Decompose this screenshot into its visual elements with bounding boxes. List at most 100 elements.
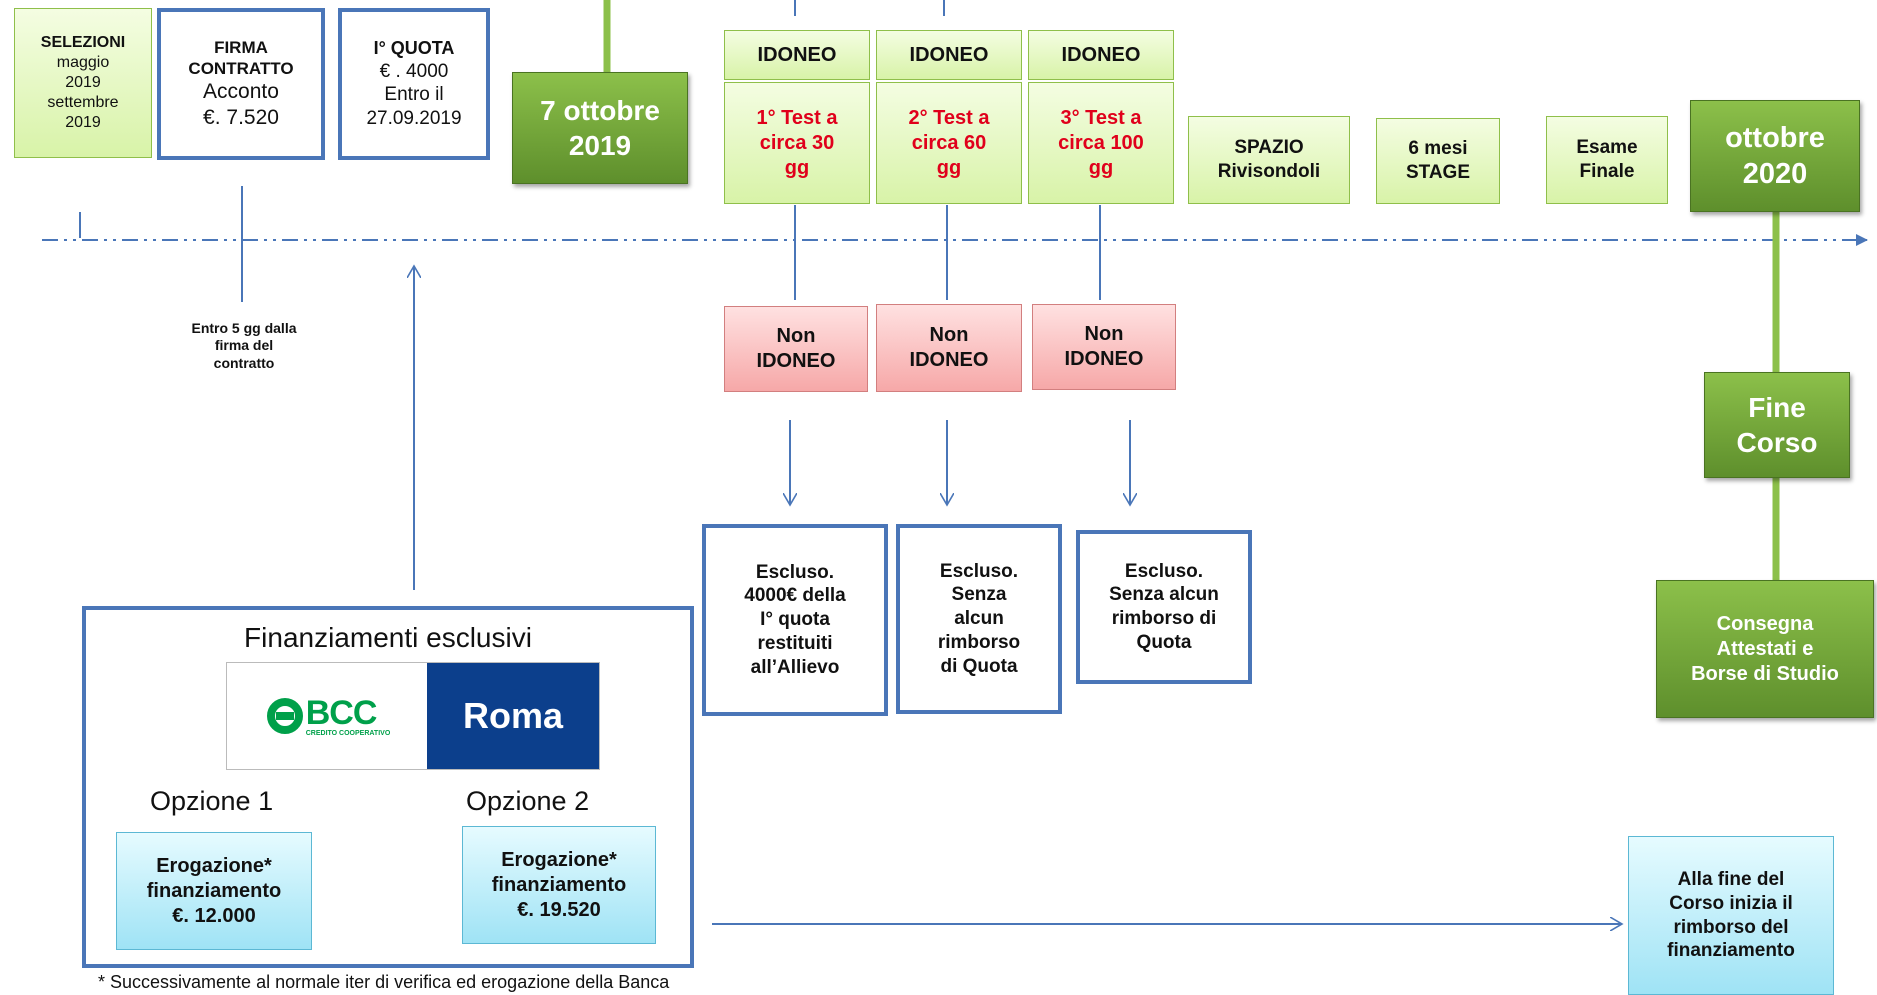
quota-title: I° QUOTA [373,38,455,59]
non-idoneo-box: Non IDONEO [724,306,868,392]
esame-line: Esame [1576,137,1638,159]
escluso-box: Escluso. 4000€ della I° quota restituiti… [702,524,888,716]
consegna-line: Attestati e [1716,637,1814,660]
spazio-line: Rivisondoli [1217,161,1321,182]
esame-line: Finale [1579,161,1635,182]
consegna-box: Consegna Attestati e Borse di Studio [1656,580,1874,718]
quota-line: € . 4000 [379,60,449,82]
test-line: gg [1088,156,1114,179]
erogazione-line: finanziamento [146,879,282,902]
rimborso-line: Corso inizia il [1669,892,1793,914]
idoneo-box: IDONEO [876,30,1022,80]
test-line: 2° Test a [908,106,990,129]
escluso-line: di Quota [940,655,1018,677]
bcc-logo-part: BCC CREDITO COOPERATIVO [227,663,427,769]
non-idoneo-line: Non [776,325,816,347]
footnote: * Successivamente al normale iter di ver… [98,972,670,992]
escluso-line: Escluso. [755,561,835,583]
test-line: 1° Test a [756,106,838,129]
start-date-line: 7 ottobre [540,95,660,126]
selezioni-box: SELEZIONI maggio 2019 settembre 2019 [14,8,152,158]
rimborso-line: Alla fine del [1677,869,1785,890]
firma-contratto-box: FIRMA CONTRATTO Acconto €. 7.520 [157,8,325,160]
non-idoneo-line: IDONEO [756,350,836,372]
escluso-line: Quota [1136,631,1192,653]
escluso-line: rimborso di [1111,608,1217,629]
roma-text: Roma [462,695,564,736]
test-line: gg [936,156,962,179]
escluso-line: restituiti [757,632,833,654]
spazio-line: SPAZIO [1234,137,1304,159]
test-line: circa 60 [911,131,987,154]
note-line: Entro 5 gg dalla [191,319,297,336]
rimborso-box: Alla fine del Corso inizia il rimborso d… [1628,836,1834,995]
idoneo-label: IDONEO [909,43,989,66]
selezioni-title: SELEZIONI [40,34,126,51]
quota-box: I° QUOTA € . 4000 Entro il 27.09.2019 [338,8,490,160]
test-line: 3° Test a [1060,106,1142,129]
selezioni-line: 2019 [65,114,101,131]
bcc-roma-logo: BCC CREDITO COOPERATIVO Roma [226,662,600,770]
bcc-subtext: CREDITO COOPERATIVO [305,729,391,737]
end-date-line: ottobre [1725,121,1825,154]
start-date-line: 2019 [568,130,632,161]
consegna-line: Borse di Studio [1691,662,1839,685]
erogazione-line: Erogazione* [156,854,272,877]
escluso-line: Senza alcun [1109,584,1219,606]
escluso-box: Escluso. Senza alcun rimborso di Quota [896,524,1062,714]
rimborso-line: rimborso del [1673,916,1789,938]
escluso-line: 4000€ della [744,585,846,607]
erogazione-1-box: Erogazione* finanziamento €. 12.000 [116,832,312,950]
escluso-line: Escluso. [939,560,1019,582]
quota-line: Entro il [384,84,444,106]
fine-corso-line: Fine [1748,392,1806,423]
erogazione-line: €. 12.000 [172,904,256,927]
rimborso-line: finanziamento [1667,940,1795,962]
firma-line: Acconto [203,80,279,103]
non-idoneo-box: Non IDONEO [1032,304,1176,390]
note-line: contratto [213,354,275,371]
spazio-box: SPAZIO Rivisondoli [1188,116,1350,204]
idoneo-box: IDONEO [1028,30,1174,80]
escluso-line: Senza [951,584,1007,606]
firma-title: CONTRATTO [188,58,294,78]
esame-box: Esame Finale [1546,116,1668,204]
test-box: 2° Test a circa 60 gg [876,82,1022,204]
fine-corso-line: Corso [1736,427,1818,458]
erogazione-2-box: Erogazione* finanziamento €. 19.520 [462,826,656,944]
non-idoneo-line: Non [929,324,969,346]
erogazione-line: finanziamento [491,873,627,896]
selezioni-line: maggio [56,54,110,71]
firma-title: FIRMA [214,37,268,57]
firma-note: Entro 5 gg dalla firma del contratto [158,308,330,384]
consegna-line: Consegna [1716,612,1814,635]
finanziamenti-panel: Finanziamenti esclusivi BCC CREDITO COOP… [82,606,694,968]
test-box: 1° Test a circa 30 gg [724,82,870,204]
roma-logo-part: Roma [427,663,599,769]
escluso-line: alcun [954,608,1004,630]
test-line: circa 30 [759,131,835,154]
stage-line: 6 mesi [1408,138,1468,160]
selezioni-line: settembre [47,94,119,111]
firma-line: €. 7.520 [203,106,279,130]
erogazione-line: €. 19.520 [517,898,601,921]
non-idoneo-line: IDONEO [1064,348,1144,370]
opzione-2-label: Opzione 2 [466,786,590,816]
end-date-line: 2020 [1742,158,1808,190]
start-date-box: 7 ottobre 2019 [512,72,688,184]
escluso-line: Escluso. [1124,560,1204,582]
bcc-symbol-icon [266,698,303,734]
fine-corso-box: Fine Corso [1704,372,1850,478]
end-date-box: ottobre 2020 [1690,100,1860,212]
escluso-line: all’Allievo [750,656,840,678]
idoneo-label: IDONEO [1061,43,1141,66]
note-line: firma del [214,337,274,354]
non-idoneo-line: IDONEO [909,349,989,371]
non-idoneo-line: Non [1084,323,1124,345]
non-idoneo-box: Non IDONEO [876,304,1022,392]
finanziamenti-title: Finanziamenti esclusivi [244,622,532,653]
bcc-text: BCC [305,693,378,732]
escluso-line: I° quota [760,609,830,631]
stage-box: 6 mesi STAGE [1376,118,1500,204]
